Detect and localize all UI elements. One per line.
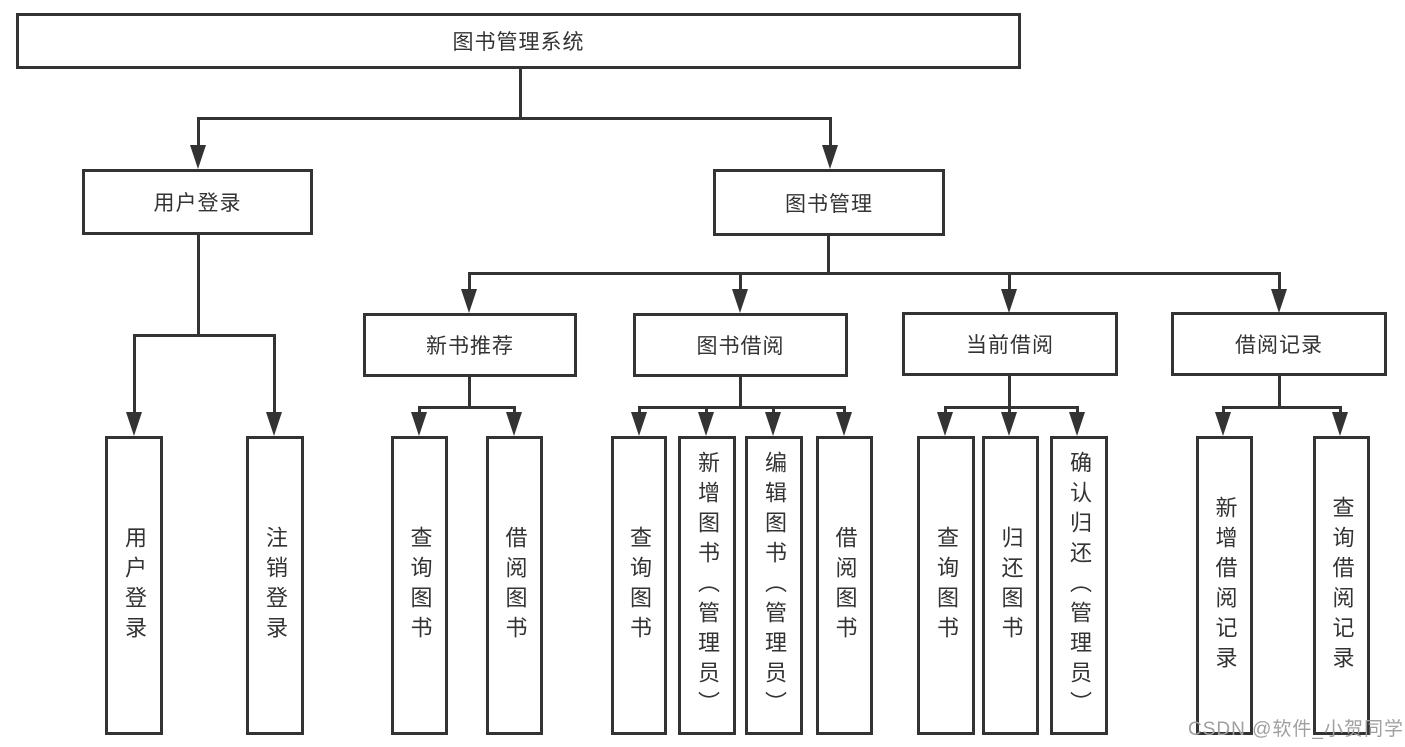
- leaf-label: 查询图书: [627, 525, 652, 646]
- connector-line: [1339, 406, 1342, 414]
- leaf-borrow-books-recommend: 借阅图书: [486, 436, 543, 735]
- node-book-management: 图书管理: [713, 169, 945, 236]
- connector-line: [273, 334, 276, 414]
- leaf-user-login: 用户登录: [105, 436, 163, 735]
- leaf-label: 新增图书（管理员）: [695, 450, 720, 721]
- watermark: CSDN @软件_小贺同学: [1188, 719, 1404, 740]
- arrowhead-down-icon: [506, 412, 522, 436]
- node-new-book-recommendation: 新书推荐: [363, 313, 577, 377]
- arrowhead-down-icon: [1001, 412, 1017, 436]
- arrowhead-down-icon: [1001, 289, 1017, 313]
- leaf-confirm-return-admin: 确认归还（管理员）: [1050, 436, 1108, 735]
- leaf-label: 借阅图书: [502, 525, 528, 646]
- node-library-management-system: 图书管理系统: [16, 13, 1021, 69]
- connector-line: [638, 406, 641, 414]
- connector-line: [197, 117, 831, 120]
- arrowhead-down-icon: [765, 412, 781, 436]
- connector-line: [1222, 406, 1225, 414]
- node-borrowing-records: 借阅记录: [1171, 312, 1387, 376]
- leaf-label: 归还图书: [998, 525, 1024, 646]
- connector-line: [843, 406, 846, 414]
- node-label: 当前借阅: [966, 334, 1054, 357]
- arrowhead-down-icon: [937, 412, 953, 436]
- connector-line: [468, 376, 471, 408]
- node-label: 图书管理: [785, 192, 873, 216]
- connector-line: [519, 68, 522, 118]
- arrowhead-down-icon: [411, 412, 427, 436]
- connector-line: [1278, 375, 1281, 408]
- connector-line: [944, 406, 1079, 409]
- leaf-borrow-books: 借阅图书: [816, 436, 873, 735]
- arrowhead-down-icon: [461, 289, 477, 313]
- arrowhead-down-icon: [1215, 412, 1231, 436]
- leaf-add-borrow-record: 新增借阅记录: [1196, 436, 1253, 735]
- leaf-label: 用户登录: [122, 525, 147, 646]
- connector-line: [1222, 406, 1342, 409]
- connector-line: [197, 234, 200, 337]
- leaf-logout: 注销登录: [246, 436, 304, 735]
- arrowhead-down-icon: [822, 145, 838, 169]
- arrowhead-down-icon: [732, 289, 748, 313]
- leaf-return-books: 归还图书: [982, 436, 1039, 735]
- connector-line: [468, 272, 1281, 275]
- connector-line: [197, 117, 200, 147]
- arrowhead-down-icon: [190, 145, 206, 169]
- arrowhead-down-icon: [126, 412, 142, 436]
- connector-line: [513, 406, 516, 414]
- connector-line: [418, 406, 516, 409]
- connector-line: [1008, 272, 1011, 290]
- arrowhead-down-icon: [1069, 412, 1085, 436]
- connector-line: [1278, 272, 1281, 290]
- arrowhead-down-icon: [266, 412, 282, 436]
- leaf-label: 查询借阅记录: [1329, 495, 1355, 676]
- leaf-label: 确认归还（管理员）: [1067, 450, 1092, 721]
- leaf-label: 编辑图书（管理员）: [762, 450, 787, 721]
- connector-line: [1008, 406, 1011, 414]
- connector-line: [1008, 375, 1011, 408]
- node-label: 图书借阅: [696, 335, 785, 358]
- node-label: 用户登录: [153, 192, 242, 215]
- connector-line: [944, 406, 947, 414]
- node-label: 图书管理系统: [452, 31, 585, 54]
- arrowhead-down-icon: [1271, 289, 1287, 313]
- leaf-query-books-borrowing: 查询图书: [611, 436, 667, 735]
- connector-line: [739, 272, 742, 290]
- connector-line: [1076, 406, 1079, 414]
- arrowhead-down-icon: [698, 412, 714, 436]
- connector-line: [638, 406, 844, 409]
- leaf-edit-books-admin: 编辑图书（管理员）: [745, 436, 803, 735]
- arrowhead-down-icon: [631, 412, 647, 436]
- leaf-query-books-recommend: 查询图书: [391, 436, 448, 735]
- leaf-label: 借阅图书: [832, 525, 858, 646]
- leaf-label: 新增借阅记录: [1212, 495, 1238, 676]
- node-label: 新书推荐: [426, 335, 514, 358]
- arrowhead-down-icon: [1332, 412, 1348, 436]
- arrowhead-down-icon: [836, 412, 852, 436]
- leaf-label: 查询图书: [407, 525, 433, 646]
- leaf-query-borrow-record: 查询借阅记录: [1313, 436, 1370, 735]
- connector-line: [468, 272, 471, 290]
- connector-line: [829, 117, 832, 147]
- connector-line: [705, 406, 708, 414]
- connector-line: [827, 235, 830, 275]
- node-user-login: 用户登录: [82, 169, 313, 235]
- node-label: 借阅记录: [1235, 334, 1323, 357]
- connector-line: [133, 334, 136, 414]
- connector-line: [418, 406, 421, 414]
- node-book-borrowing: 图书借阅: [633, 313, 848, 377]
- leaf-query-books-current: 查询图书: [917, 436, 975, 735]
- leaf-label: 查询图书: [934, 525, 959, 646]
- connector-line: [133, 334, 276, 337]
- leaf-add-books-admin: 新增图书（管理员）: [678, 436, 736, 735]
- connector-line: [772, 406, 775, 414]
- node-current-borrowing: 当前借阅: [902, 312, 1118, 376]
- leaf-label: 注销登录: [263, 525, 288, 646]
- connector-line: [739, 376, 742, 408]
